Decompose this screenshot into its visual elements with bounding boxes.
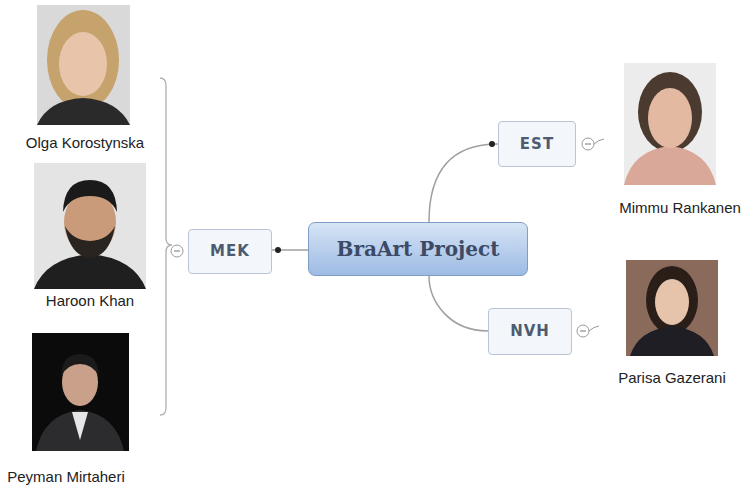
connector-dot <box>489 141 495 147</box>
box-label: NVH <box>510 322 550 340</box>
group-bracket <box>160 78 172 415</box>
box-label: MEK <box>210 242 250 260</box>
person-name: Haroon Khan <box>46 292 134 309</box>
person-name: Mimmu Rankanen <box>619 199 741 216</box>
portrait-photo <box>34 163 146 289</box>
department-box: EST <box>498 121 576 167</box>
portrait-photo <box>624 63 716 185</box>
portrait-photo <box>32 333 129 451</box>
project-box: BraArt Project <box>308 222 528 276</box>
collapse-toggle <box>577 325 599 337</box>
department-box: MEK <box>188 229 272 274</box>
person-name: Peyman Mirtaheri <box>7 468 125 485</box>
box-label: BraArt Project <box>337 237 500 261</box>
department-box: NVH <box>488 308 572 355</box>
connector-dot <box>275 247 281 253</box>
box-label: EST <box>520 135 554 153</box>
collapse-toggle <box>171 245 183 257</box>
connector-line <box>429 276 488 331</box>
portrait-photo <box>626 260 718 356</box>
portrait-photo <box>37 5 130 125</box>
person-name: Parisa Gazerani <box>618 369 726 386</box>
person-name: Olga Korostynska <box>26 134 144 151</box>
collapse-toggle <box>582 138 604 150</box>
connector-line <box>429 144 498 222</box>
